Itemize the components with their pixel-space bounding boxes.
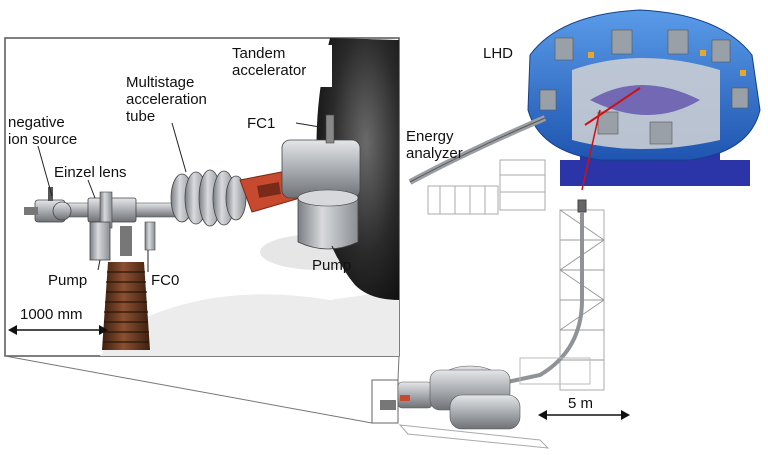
label-fc0: FC0 bbox=[151, 272, 180, 289]
label-pump-right: Pump bbox=[312, 257, 352, 274]
beam-line-red bbox=[584, 87, 641, 126]
insulator-stack bbox=[102, 226, 150, 350]
label-tandem-line1: Tandem bbox=[232, 45, 286, 62]
label-einzel-lens: Einzel lens bbox=[54, 164, 127, 181]
fc1-probe bbox=[325, 114, 335, 144]
tandem-accelerator-small bbox=[380, 365, 550, 449]
label-multistage-line1: Multistage bbox=[126, 74, 195, 91]
zoom-connector-lines bbox=[4, 355, 400, 424]
vertical-beamline-tower bbox=[469, 199, 605, 392]
tandem-label-bg bbox=[228, 45, 332, 87]
label-multistage-line3: tube bbox=[126, 108, 156, 125]
inset-panel bbox=[4, 37, 400, 357]
label-scale-inset: 1000 mm bbox=[20, 306, 83, 323]
pump-right-body bbox=[297, 197, 359, 250]
label-energy-line1: Energy bbox=[406, 128, 454, 145]
scale-arrow-inset bbox=[8, 325, 108, 335]
label-energy-analyzer: Energy analyzer bbox=[406, 128, 463, 162]
label-multistage-line2: acceleration bbox=[126, 91, 207, 108]
energy-analyzer bbox=[408, 115, 547, 215]
inset-leader-lines bbox=[37, 122, 339, 272]
label-negative-line1: negative bbox=[8, 114, 65, 131]
lhd-device bbox=[527, 9, 761, 191]
label-negative-ion-source: negative ion source bbox=[8, 114, 77, 148]
label-scale-main: 5 m bbox=[568, 395, 594, 412]
label-lhd: LHD bbox=[483, 45, 514, 62]
pump-left-body bbox=[89, 221, 111, 261]
copper-magnet-hole bbox=[257, 182, 281, 198]
scale-arrow-main bbox=[538, 410, 630, 420]
label-negative-line2: ion source bbox=[8, 131, 78, 148]
label-multistage-tube: Multistage acceleration tube bbox=[126, 74, 207, 125]
inset-floor-shadow bbox=[100, 290, 399, 356]
fc1-chamber bbox=[281, 139, 361, 199]
label-pump-left: Pump bbox=[48, 272, 88, 289]
ion-source-body bbox=[24, 187, 72, 223]
label-tandem-accelerator: Tandem accelerator bbox=[232, 45, 306, 79]
multistage-tube-rings bbox=[170, 169, 247, 227]
fc0-body bbox=[144, 221, 156, 251]
label-fc1: FC1 bbox=[247, 115, 276, 132]
label-energy-line2: analyzer bbox=[406, 145, 463, 162]
label-tandem-line2: accelerator bbox=[232, 62, 307, 79]
pump-right-top bbox=[297, 189, 359, 207]
